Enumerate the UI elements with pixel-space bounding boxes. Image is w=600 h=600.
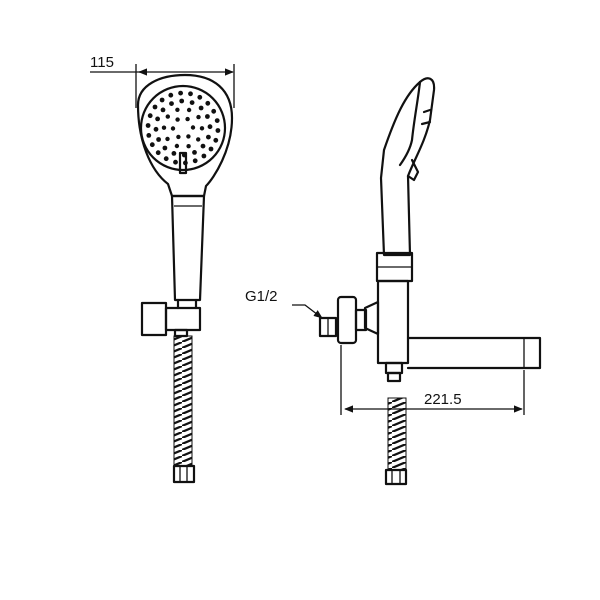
shower-button — [406, 158, 420, 182]
head-width-label: 115 — [90, 54, 114, 71]
nozzle-dot — [206, 134, 211, 140]
nozzle-dot — [155, 116, 161, 122]
nozzle-dot — [190, 125, 196, 130]
nozzle-dot — [197, 94, 203, 100]
nozzle-dot — [205, 100, 211, 106]
nozzle-dot — [163, 156, 169, 162]
wall-escutcheon — [336, 295, 358, 345]
mixer-hose-nut — [384, 468, 408, 486]
wall-holder — [140, 298, 202, 338]
head-width-dimension: 115 — [90, 54, 235, 108]
nozzle-dot — [179, 98, 185, 104]
nozzle-dot — [178, 90, 184, 96]
nozzle-dot — [199, 126, 205, 131]
nozzle-dot — [155, 150, 161, 156]
nozzle-dot — [161, 125, 167, 130]
nozzle-dot — [159, 97, 165, 103]
shower-hose — [173, 335, 193, 467]
nozzle-dot — [168, 92, 174, 98]
shower-face-edge — [398, 80, 422, 167]
nozzle-dot — [205, 114, 210, 119]
mixer-side-view: G1/2 221.5 — [245, 77, 542, 486]
spout-length-dimension: 221.5 — [340, 345, 525, 415]
nozzle-dot — [170, 126, 176, 131]
nozzle-dot — [196, 114, 201, 120]
nozzle-dot — [156, 137, 162, 142]
nozzle-dot — [214, 118, 220, 123]
hand-shower-view: 115 — [90, 54, 235, 484]
shower-head-outline — [136, 73, 234, 198]
nozzle-dot — [213, 137, 219, 143]
spray-face — [139, 84, 227, 172]
shower-side-profile — [379, 77, 436, 257]
nozzle-dot — [165, 136, 170, 142]
nozzle-dot — [147, 113, 153, 119]
nozzle-dot — [165, 114, 170, 119]
nozzle-dot — [192, 150, 197, 155]
nozzle-dot — [152, 104, 158, 110]
hose-nut — [172, 464, 196, 484]
mixer-body — [376, 279, 410, 365]
nozzle-dot — [175, 107, 180, 113]
spray-nozzles — [145, 90, 221, 166]
shower-nozzle-ribs — [420, 108, 432, 126]
nozzle-dot — [211, 108, 217, 114]
nozzle-dot — [171, 151, 177, 156]
spray-selector — [178, 151, 188, 175]
nozzle-dot — [201, 153, 207, 159]
nozzle-dot — [185, 116, 190, 122]
nozzle-dot — [145, 123, 151, 128]
nozzle-dot — [160, 107, 166, 113]
nozzle-dot — [186, 107, 192, 113]
bath-spout — [406, 336, 542, 370]
shower-handle — [170, 194, 206, 302]
nozzle-dot — [174, 143, 180, 149]
nozzle-dot — [188, 91, 193, 97]
nozzle-dot — [208, 146, 214, 152]
nozzle-dot — [196, 137, 201, 142]
spout-length-label: 221.5 — [424, 391, 462, 408]
nozzle-dot — [207, 124, 213, 130]
nozzle-dot — [189, 100, 195, 105]
nozzle-dot — [192, 158, 198, 164]
nozzle-dot — [175, 117, 180, 122]
nozzle-dot — [173, 159, 178, 165]
nozzle-dot — [186, 144, 191, 149]
thread-label: G1/2 — [245, 288, 278, 305]
eccentric-connector — [354, 308, 368, 332]
nozzle-dot — [186, 134, 191, 139]
nozzle-dot — [153, 126, 159, 132]
nozzle-dot — [200, 143, 206, 149]
hose-outlet — [384, 361, 404, 375]
nozzle-dot — [169, 101, 174, 106]
nozzle-dot — [146, 133, 152, 138]
nozzle-dot — [162, 145, 168, 151]
nozzle-dot — [149, 142, 155, 148]
nozzle-dot — [198, 105, 204, 111]
nozzle-dot — [215, 128, 221, 133]
nozzle-dot — [176, 134, 181, 140]
